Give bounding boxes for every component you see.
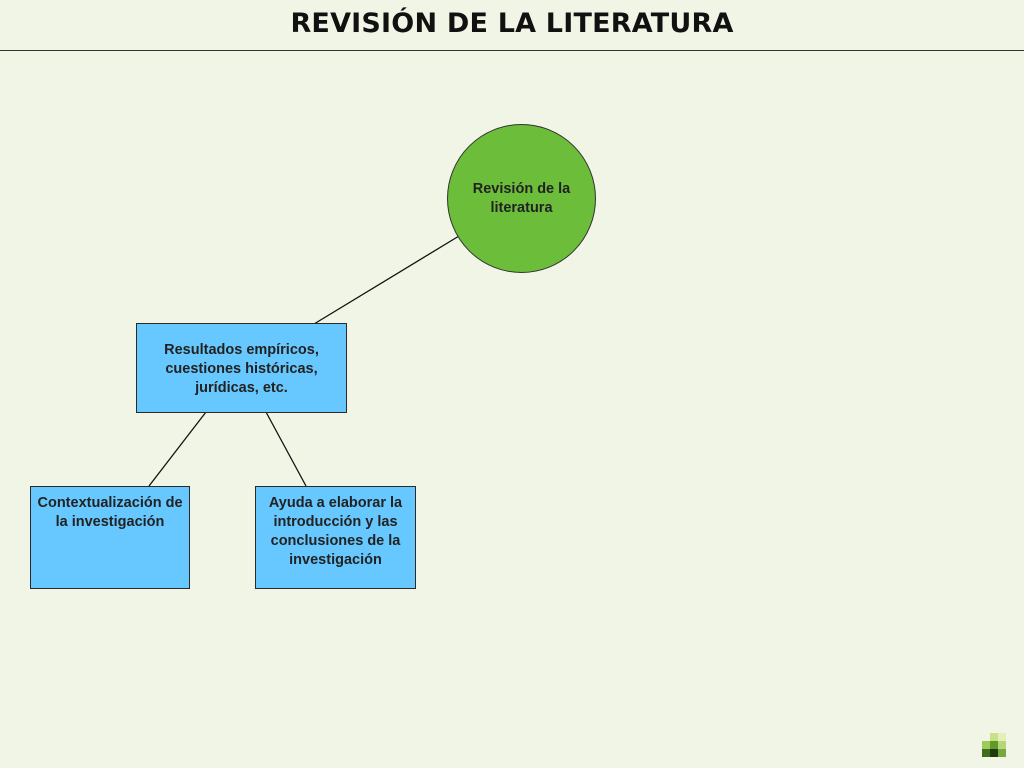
connector-results-to-help [265,411,307,487]
root-node-label: Revisión de la literatura [472,181,571,216]
node-contextualization: Contextualización de la investigación [30,486,190,589]
contextualization-label: Contextualización de la investigación [37,495,183,530]
node-introduction-conclusions: Ayuda a elaborar la introducción y las c… [255,486,416,589]
empirical-results-label: Resultados empíricos, cuestiones históri… [164,342,319,396]
connector-root-to-results [313,235,460,325]
introduction-conclusions-label: Ayuda a elaborar la introducción y las c… [268,495,403,568]
root-node-literature-review: Revisión de la literatura [447,124,596,273]
connector-results-to-context [148,411,207,487]
green-squares-logo-icon [982,733,1006,757]
node-empirical-results: Resultados empíricos, cuestiones históri… [136,323,347,413]
title-divider [0,50,1024,51]
slide-title: REVISIÓN DE LA LITERATURA [290,8,734,39]
